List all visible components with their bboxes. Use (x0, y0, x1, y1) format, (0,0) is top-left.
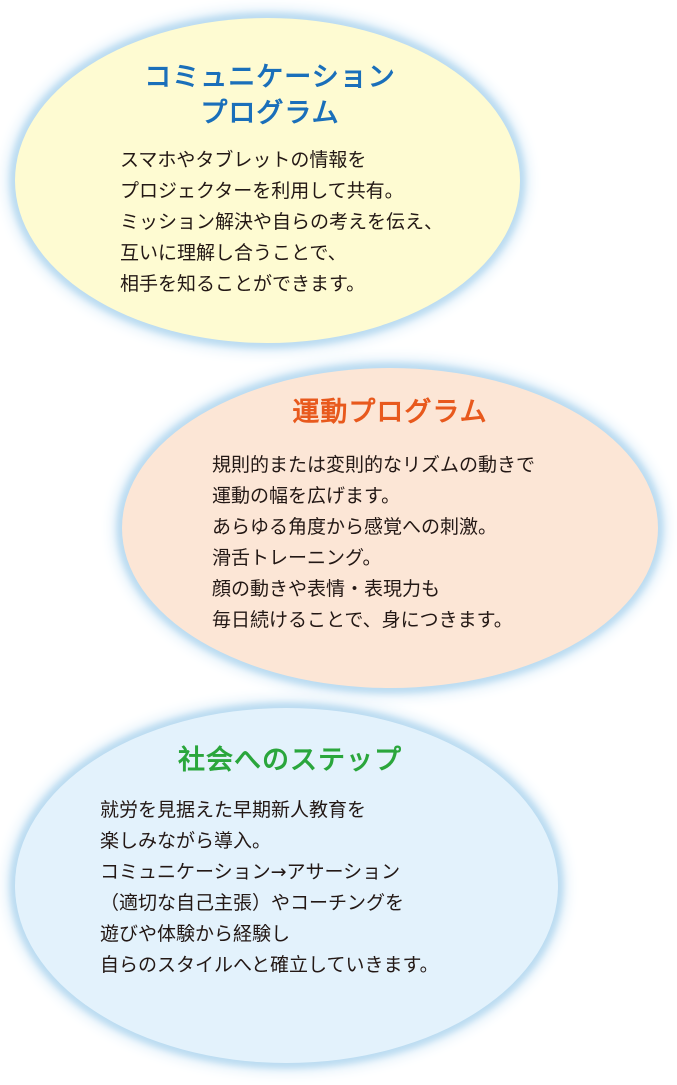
communication-program-title: コミュニケーション プログラム (100, 60, 440, 132)
title-line: 運動プログラム (292, 397, 488, 428)
text-line: 就労を見据えた早期新人教育を (100, 799, 367, 821)
text-line: 遊びや体験から経験し (100, 923, 291, 945)
text-line: 運動の幅を広げます。 (212, 485, 401, 507)
exercise-program-title: 運動プログラム (240, 395, 540, 431)
text-line: 互いに理解し合うことで、 (120, 242, 347, 264)
text-line: 規則的または変則的なリズムの動きで (212, 454, 536, 476)
text-line: 楽しみながら導入。 (100, 830, 272, 852)
social-step-bubble (15, 708, 558, 1063)
text-line: 毎日続けることで、身につきます。 (212, 609, 513, 631)
exercise-program-bubble (122, 368, 658, 688)
text-line: プロジェクターを利用して共有。 (120, 180, 404, 202)
text-line: スマホやタブレットの情報を (120, 149, 367, 171)
title-line: 社会へのステップ (178, 745, 402, 776)
title-line: コミュニケーション (144, 62, 396, 93)
text-line: コミュニケーション→アサーション (100, 861, 401, 883)
text-line: （適切な自己主張）やコーチングを (100, 892, 405, 914)
communication-program-text: スマホやタブレットの情報を プロジェクターを利用して共有。 ミッション解決や自ら… (120, 145, 443, 300)
text-line: あらゆる角度から感覚への刺激。 (212, 516, 498, 538)
text-line: 顔の動きや表情・表現力も (212, 578, 441, 600)
title-line: プログラム (200, 98, 340, 129)
exercise-program-text: 規則的または変則的なリズムの動きで 運動の幅を広げます。 あらゆる角度から感覚へ… (212, 450, 535, 636)
communication-program-bubble (15, 18, 520, 343)
text-line: ミッション解決や自らの考えを伝え、 (120, 211, 444, 233)
text-line: 滑舌トレーニング。 (212, 547, 382, 569)
text-line: 自らのスタイルへと確立していきます。 (100, 954, 439, 976)
social-step-title: 社会へのステップ (140, 743, 440, 779)
social-step-text: 就労を見据えた早期新人教育を 楽しみながら導入。 コミュニケーション→アサーショ… (100, 795, 439, 981)
text-line: 相手を知ることができます。 (120, 273, 366, 295)
